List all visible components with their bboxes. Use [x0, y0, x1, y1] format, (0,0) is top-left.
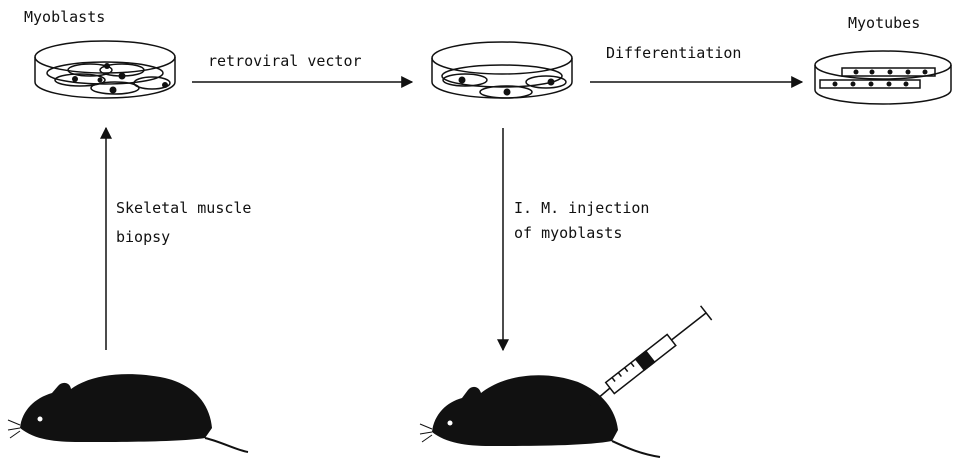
biopsy-label-line2: biopsy — [116, 228, 170, 247]
petri-dish-icon — [432, 42, 572, 98]
mouse-icon — [8, 374, 248, 452]
syringe-icon — [590, 306, 712, 405]
retroviral-vector-label: retroviral vector — [208, 52, 362, 71]
injection-label-line2: of myoblasts — [514, 224, 622, 243]
myoblasts-label: Myoblasts — [24, 8, 105, 27]
myotubes-label: Myotubes — [848, 14, 920, 33]
injection-label-line1: I. M. injection — [514, 199, 649, 218]
differentiation-label: Differentiation — [606, 44, 741, 63]
petri-dish-icon — [815, 51, 951, 104]
petri-dish-icon — [35, 41, 175, 98]
biopsy-label-line1: Skeletal muscle — [116, 199, 251, 218]
mouse-icon — [420, 375, 660, 457]
